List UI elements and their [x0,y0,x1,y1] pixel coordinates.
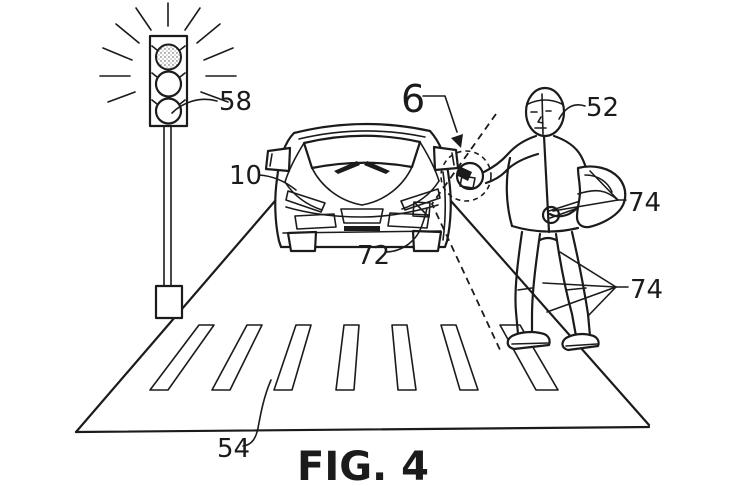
crosswalk-stripe [211,324,263,391]
vehicle-side-line-right [442,171,447,241]
pedestrian-torso [482,134,589,234]
vehicle-wiper-left [334,161,360,174]
vehicle-fender-crease-left [284,181,323,211]
leader-74-upper [552,170,627,212]
signal-light-bottom [154,97,183,125]
pedestrian-legs [514,230,592,338]
figure-caption: FIG. 4 [297,444,429,486]
signal-rays [99,2,237,103]
vehicle-wiper-right [364,161,390,174]
signal-light-top-lit [155,43,182,71]
vehicle-apillar-left [284,142,305,183]
vehicle-fender-crease-right [401,180,440,210]
leader-54 [242,379,272,447]
label-74-lower: 74 [630,275,663,305]
detection-beam-dashed-line [430,113,502,353]
road-edge-bottom [74,425,651,434]
leader-6 [422,95,458,133]
leader-6-arrowhead [451,134,463,148]
traffic-signal [99,2,237,320]
leader-lines [171,95,629,447]
vehicle-grille [340,208,384,224]
vehicle-mirror-right [432,145,460,172]
label-74-upper: 74 [628,188,661,218]
leader-10 [258,174,297,191]
detection-zone-dashed-circle [440,150,492,202]
label-54: 54 [217,434,250,464]
signal-housing-corner-lines [151,45,186,105]
vehicle-apillar-right [419,141,440,182]
vehicle-tire-right [411,229,443,253]
vehicle-mirror-left-detail [269,153,273,167]
vehicle [264,122,460,253]
leader-58 [171,98,218,114]
road-edge-right [441,190,651,427]
signal-pole [163,125,172,287]
vehicle-headlight-left [285,190,326,213]
signal-pole-base [154,284,184,320]
vehicle-foglight-left [294,213,337,230]
crosswalk-stripe [391,324,417,391]
vehicle-roof-line [298,130,426,140]
vehicle-hood-line-left [311,167,363,206]
pedestrian-shoe-left-sole [511,342,549,345]
leader-74-lower [542,251,629,317]
crosswalk-stripe [149,324,215,391]
crosswalk-stripes [149,324,559,391]
crosswalk-stripe [335,324,360,391]
vehicle-hood-line-right [361,166,413,206]
vehicle-tire-left [286,230,318,253]
label-72: 72 [357,241,390,271]
pedestrian-shoe-left [506,330,551,351]
label-58: 58 [219,87,252,117]
pedestrian [455,86,627,352]
crosswalk-stripe [440,324,479,391]
pedestrian-shoe-right-sole [565,343,598,347]
vehicle-mirror-left [264,146,292,173]
label-6: 6 [401,77,425,121]
leader-52 [558,103,586,120]
vehicle-lower-intake [344,226,380,231]
vehicle-sensor-box [412,201,431,218]
label-52: 52 [586,93,619,123]
handheld-device-body [459,175,476,189]
pedestrian-face [527,93,563,135]
vehicle-bumper-top [285,204,439,218]
signal-light-middle [154,70,183,98]
leader-72 [386,207,428,253]
pedestrian-bag [575,165,627,229]
pedestrian-left-hand [455,161,485,191]
pedestrian-bag-fold [584,174,613,193]
crosswalk-stripe [273,324,312,391]
pedestrian-shoe-right [561,332,600,352]
vehicle-foglight-right [387,212,430,229]
label-10: 10 [229,161,262,191]
